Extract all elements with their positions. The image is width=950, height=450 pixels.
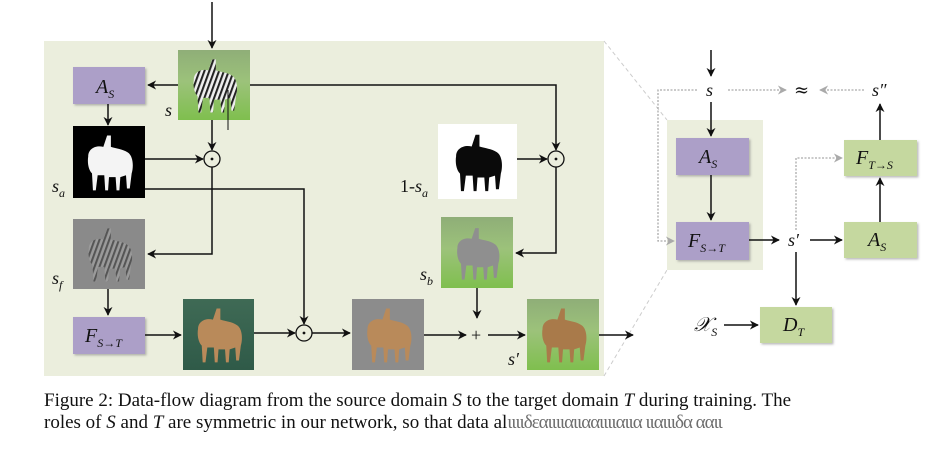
- image-foreground: [73, 219, 145, 289]
- discriminator-block-label: DT: [782, 314, 805, 339]
- image-inverse-mask: [438, 124, 517, 199]
- image-masked-translated: [352, 299, 424, 370]
- arrow-s-to-odot-right: [250, 84, 561, 151]
- label-x-s: 𝒳S: [694, 314, 717, 339]
- right-label-s-prime: s′: [788, 230, 800, 250]
- label-s-f: sf: [52, 268, 64, 292]
- attention-block-left: [73, 67, 145, 104]
- translator-block-right: [676, 222, 749, 260]
- translator-block-right-label: FS→T: [687, 230, 726, 255]
- zoom-connector-bottom: [603, 269, 668, 377]
- data-flow-diagram: s AS sa sf FS→T: [44, 2, 917, 377]
- figure-caption: Figure 2: Data-flow diagram from the sou…: [44, 390, 924, 434]
- label-s-prime-left: s′: [508, 349, 520, 369]
- translator-block-left-label: FS→T: [84, 325, 123, 350]
- zoom-connector-top: [603, 40, 668, 121]
- image-output: [527, 299, 599, 370]
- approx-symbol: ≈: [794, 80, 809, 101]
- attention-block-cycle: [844, 222, 917, 258]
- label-s: s: [165, 100, 172, 120]
- caption-garbled-text: ιιιιδεαιιιιαιιααιιιιαιια ιιαιιιδα ααιι: [507, 412, 723, 433]
- label-s-b: sb: [420, 264, 433, 288]
- attention-block-right-label: AS: [697, 146, 717, 171]
- caption-line-1: Figure 2: Data-flow diagram from the sou…: [44, 390, 792, 411]
- label-s-a: sa: [52, 176, 65, 200]
- caption-line-2: roles of S and T are symmetric in our ne…: [44, 412, 723, 433]
- translator-block-ts: [844, 140, 917, 176]
- label-one-minus-s-a: 1-sa: [400, 176, 428, 200]
- translator-block-left: [73, 317, 145, 354]
- right-label-s-double-prime: s″: [872, 80, 887, 100]
- attention-block-right: [676, 138, 749, 175]
- dashed-s-to-translator: [657, 89, 697, 246]
- arrow-odot1-to-foreground: [147, 167, 213, 259]
- translator-block-ts-label: FT→S: [855, 147, 893, 172]
- arrow-mask-to-odot3: [145, 188, 309, 325]
- attention-block-left-label: AS: [94, 76, 114, 101]
- plus-operator: +: [471, 325, 481, 345]
- dashed-s-prime-to-translator-ts: [795, 153, 843, 230]
- attention-block-cycle-label: AS: [866, 229, 886, 254]
- image-background: [441, 217, 513, 288]
- arrow-odot2-to-background: [515, 167, 557, 258]
- image-translated: [183, 299, 254, 370]
- image-attention-mask: [73, 126, 145, 198]
- discriminator-block: [760, 307, 832, 343]
- image-source-zebra: [178, 50, 250, 130]
- right-label-s: s: [706, 80, 713, 100]
